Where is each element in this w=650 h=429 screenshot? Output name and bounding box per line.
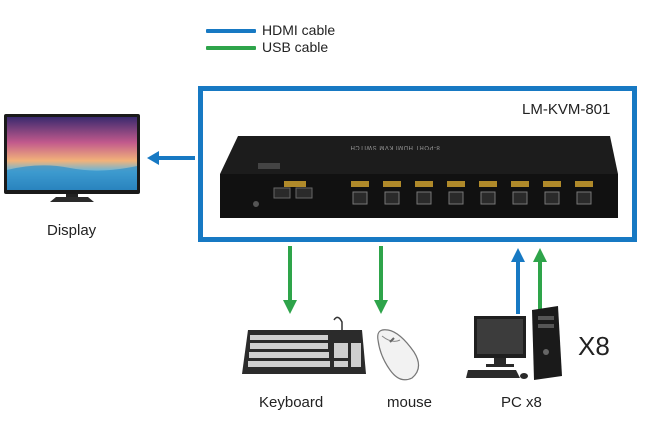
kvm-panel-text: 8-PORT HDMI KVM SWITCH <box>350 144 440 150</box>
keyboard-icon <box>242 316 366 374</box>
model-label: LM-KVM-801 <box>522 101 611 118</box>
usb-arrow-to-keyboard <box>283 246 297 314</box>
mouse-label: mouse <box>387 394 433 411</box>
usb-arrow-to-mouse <box>374 246 388 314</box>
keyboard-label: Keyboard <box>259 394 324 411</box>
usb-legend-swatch <box>206 46 256 50</box>
usb-arrow-from-pc <box>533 248 547 314</box>
mouse-icon <box>377 329 420 381</box>
desktop-pc-icon <box>466 306 562 380</box>
monitor-icon <box>4 114 140 202</box>
hdmi-arrow-to-display <box>147 151 195 165</box>
hdmi-legend-swatch <box>206 29 256 33</box>
multiplier-label: X8 <box>578 331 610 361</box>
hdmi-legend-label: HDMI cable <box>262 22 336 38</box>
usb-legend-label: USB cable <box>262 39 329 55</box>
pc-label: PC x8 <box>501 394 542 411</box>
kvm-switch-icon <box>220 136 618 218</box>
display-label: Display <box>47 222 97 239</box>
hdmi-arrow-from-pc <box>511 248 525 314</box>
